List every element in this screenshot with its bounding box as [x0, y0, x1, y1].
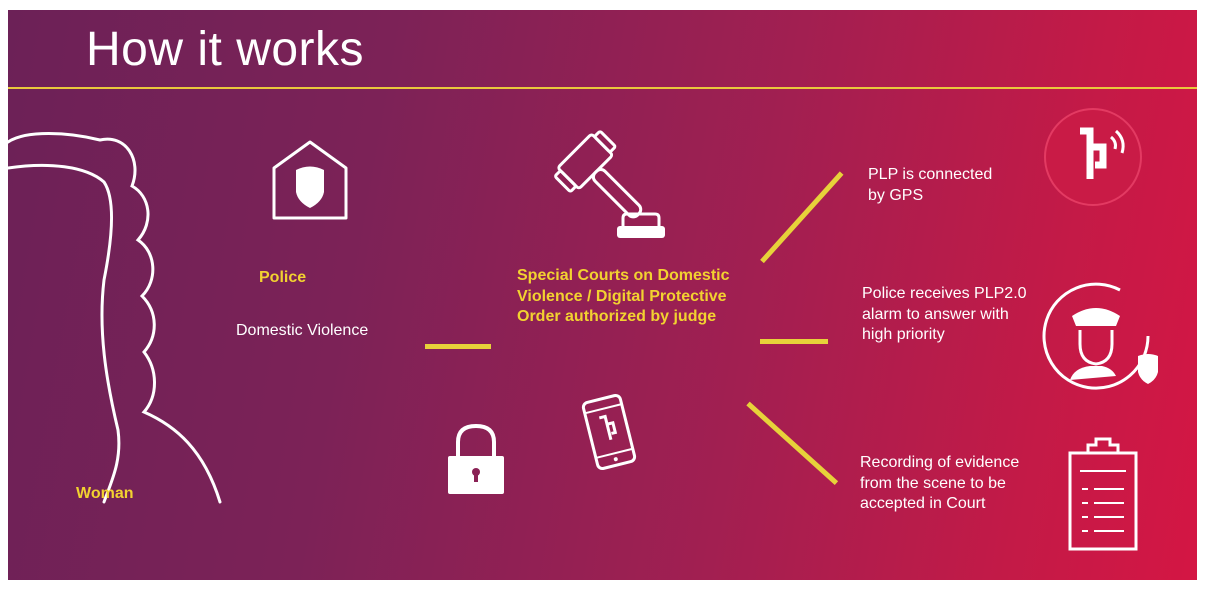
slide-title: How it works — [86, 23, 365, 76]
connector-line — [425, 344, 491, 349]
phone-app-icon — [581, 393, 637, 471]
woman-label: Woman — [76, 485, 134, 502]
padlock-icon — [448, 423, 504, 494]
connector-line — [760, 171, 844, 264]
gavel-icon — [554, 130, 665, 238]
title-divider — [8, 87, 1197, 89]
police-house-icon — [272, 140, 348, 220]
court-text: Special Courts on Domestic Violence / Di… — [517, 267, 730, 325]
woman-silhouette-icon — [8, 132, 222, 504]
police-label: Police — [259, 269, 307, 286]
domestic-violence-text: Domestic Violence — [236, 322, 369, 339]
how-it-works-slide: How it works Woman Police Domestic Viole… — [8, 10, 1197, 580]
outcome-evidence-text: Recording of evidence from the scene to … — [860, 454, 1020, 512]
police-officer-icon — [1042, 282, 1158, 390]
outcome-gps-text: PLP is connected by GPS — [868, 166, 993, 204]
outcome-police-text: Police receives PLP2.0 alarm to answer w… — [862, 285, 1027, 343]
plp-gps-logo-icon — [1044, 108, 1142, 206]
connector-line — [760, 339, 828, 344]
connector-line — [746, 401, 839, 485]
clipboard-icon — [1068, 437, 1138, 551]
